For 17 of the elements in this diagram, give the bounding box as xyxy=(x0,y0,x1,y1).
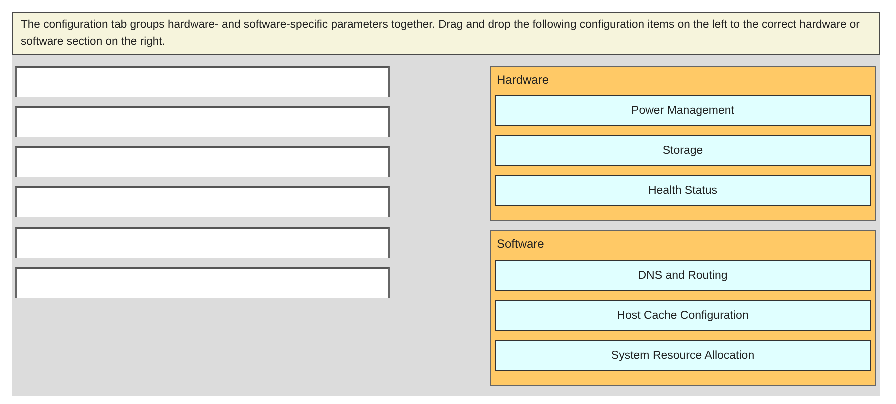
answer-option: DNS and Routing xyxy=(495,260,871,291)
section-panel xyxy=(490,230,876,386)
answer-option: Storage xyxy=(495,135,871,166)
answer-box xyxy=(15,267,390,298)
answer-option: System Resource Allocation xyxy=(495,340,871,371)
answer-box xyxy=(15,106,390,137)
answer-option: Host Cache Configuration xyxy=(495,300,871,331)
answer-option: Power Management xyxy=(495,95,871,126)
answer-option: Health Status xyxy=(495,175,871,206)
section-heading: Hardware xyxy=(497,73,550,87)
answer-box xyxy=(15,227,390,258)
instruction-text: The configuration tab groups hardware- and software-specific parameters together. Drag and drop the following configuration items on the left to the correct hardware or software section on the right. xyxy=(12,12,880,55)
section-panel xyxy=(490,66,876,221)
section-heading: Software xyxy=(497,237,544,251)
answer-box xyxy=(15,146,390,177)
answer-box xyxy=(15,186,390,217)
answer-box xyxy=(15,66,390,97)
